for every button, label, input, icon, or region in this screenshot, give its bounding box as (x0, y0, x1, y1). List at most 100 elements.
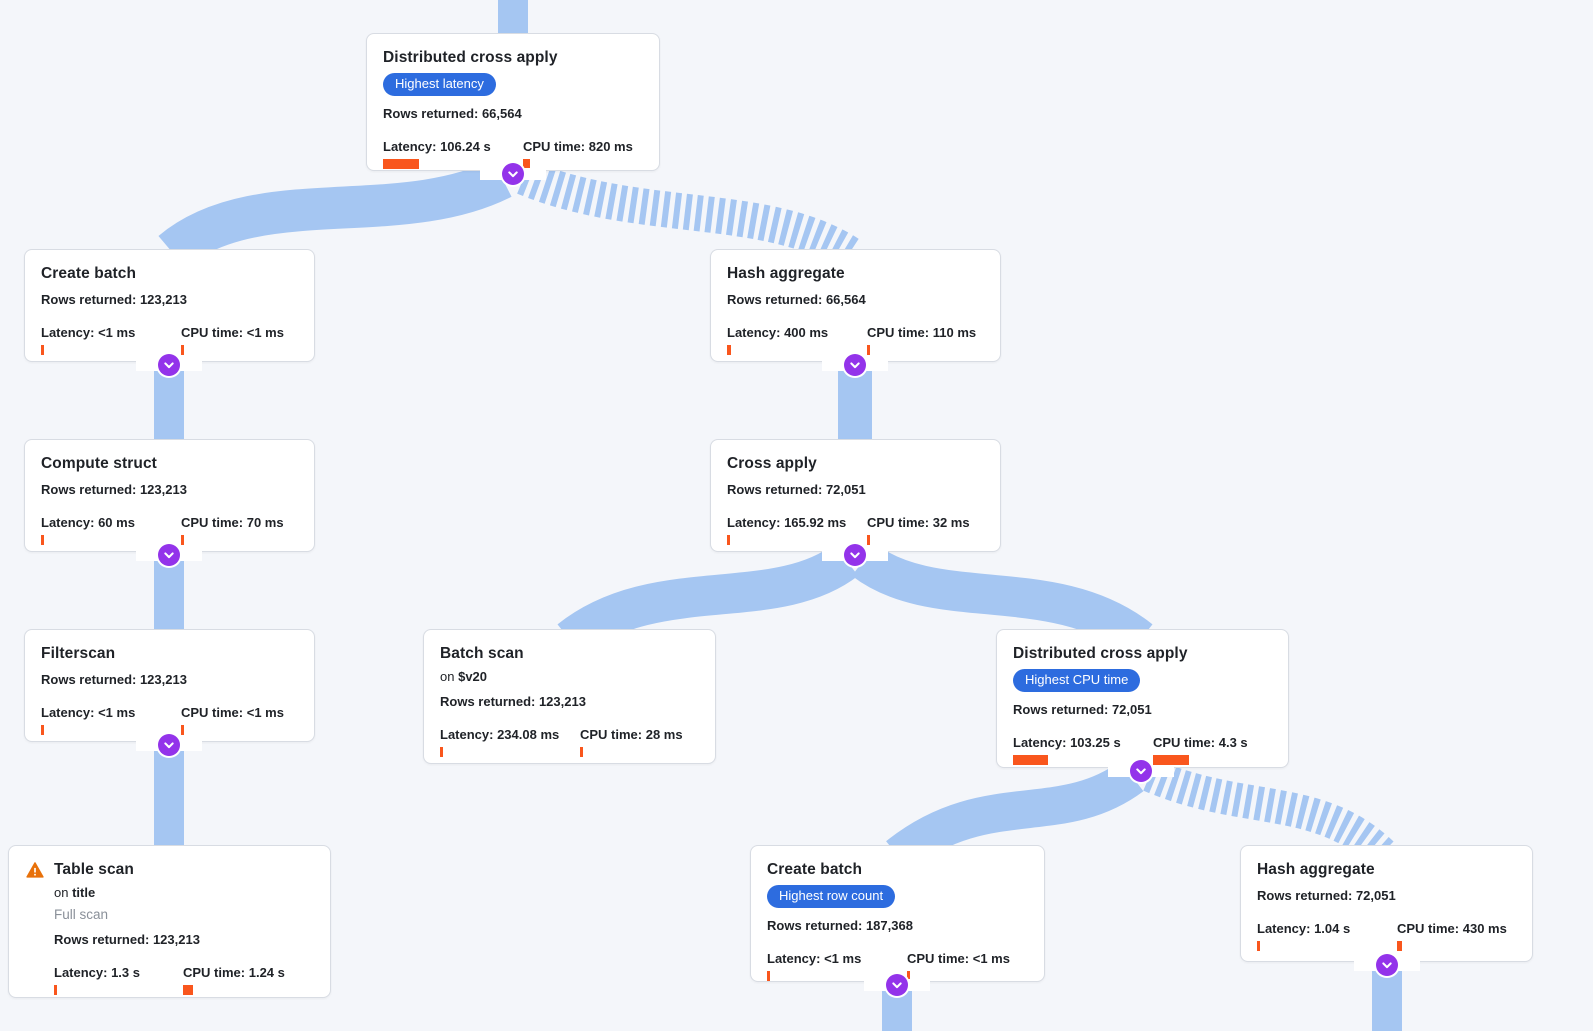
highest-cpu-time-badge: Highest CPU time (1013, 669, 1141, 692)
rows-returned: Rows returned: 123,213 (41, 292, 187, 307)
chevron-down-circle-icon (1376, 954, 1398, 976)
latency-bar (54, 985, 57, 995)
scan-type: Full scan (54, 907, 109, 922)
cpu-time-bar (867, 345, 870, 355)
node-batch-scan[interactable]: Batch scan on $v20 Rows returned: 123,21… (423, 629, 716, 764)
cpu-time-label: CPU time: 1.24 s (183, 965, 285, 980)
chevron-down-circle-icon (886, 974, 908, 996)
chevron-down-circle-icon (502, 163, 524, 185)
rows-returned: Rows returned: 187,368 (767, 918, 913, 933)
latency-bar (767, 971, 770, 981)
node-title: Hash aggregate (1257, 861, 1375, 878)
highest-latency-badge: Highest latency (383, 73, 496, 96)
cpu-time-label: CPU time: <1 ms (907, 951, 1010, 966)
edge-dca-to-hash-aggregate (1143, 759, 1399, 871)
scan-target: on title (54, 885, 96, 900)
rows-returned: Rows returned: 123,213 (41, 482, 187, 497)
edge-dca-to-create-batch (886, 760, 1144, 872)
node-title: Cross apply (727, 455, 817, 472)
chevron-down-circle-icon (158, 544, 180, 566)
collapse-connector[interactable] (822, 543, 888, 567)
warning-icon (26, 861, 44, 878)
rows-returned: Rows returned: 123,213 (54, 932, 200, 947)
cpu-time-bar (181, 725, 184, 735)
cpu-time-bar (907, 971, 910, 981)
collapse-connector[interactable] (864, 973, 930, 997)
node-compute-struct[interactable]: Compute struct Rows returned: 123,213 La… (24, 439, 315, 552)
rows-returned: Rows returned: 72,051 (1257, 888, 1396, 903)
chevron-down-circle-icon (844, 544, 866, 566)
cpu-time-bar (523, 159, 530, 169)
cpu-time-bar (1153, 755, 1189, 765)
cpu-time-label: CPU time: 32 ms (867, 515, 970, 530)
collapse-connector[interactable] (136, 733, 202, 757)
latency-label: Latency: 400 ms (727, 325, 829, 340)
latency-bar (41, 535, 44, 545)
edge-cross-apply-to-dca (851, 543, 1153, 657)
node-create-batch-left[interactable]: Create batch Rows returned: 123,213 Late… (24, 249, 315, 362)
rows-returned: Rows returned: 66,564 (383, 106, 522, 121)
node-title: Distributed cross apply (383, 49, 558, 66)
rows-returned: Rows returned: 72,051 (727, 482, 866, 497)
cpu-time-label: CPU time: 430 ms (1397, 921, 1507, 936)
edge-cross-apply-to-batch-scan (557, 543, 859, 657)
rows-returned: Rows returned: 123,213 (440, 694, 586, 709)
node-title: Create batch (41, 265, 137, 282)
edge-root-to-hash-aggregate (517, 160, 863, 272)
latency-bar (1013, 755, 1048, 765)
node-distributed-cross-apply-lower[interactable]: Distributed cross apply Highest CPU time… (996, 629, 1289, 768)
collapse-connector[interactable] (136, 353, 202, 377)
cpu-time-bar (867, 535, 870, 545)
chevron-down-circle-icon (158, 734, 180, 756)
cpu-time-bar (580, 747, 583, 757)
latency-label: Latency: <1 ms (41, 325, 136, 340)
latency-bar (383, 159, 419, 169)
latency-label: Latency: 106.24 s (383, 139, 491, 154)
node-title: Batch scan (440, 645, 524, 662)
node-hash-aggregate-bottom[interactable]: Hash aggregate Rows returned: 72,051 Lat… (1240, 845, 1533, 962)
collapse-connector[interactable] (480, 162, 546, 186)
cpu-time-bar (181, 535, 184, 545)
collapse-connector[interactable] (822, 353, 888, 377)
cpu-time-label: CPU time: 820 ms (523, 139, 633, 154)
rows-returned: Rows returned: 66,564 (727, 292, 866, 307)
node-title: Table scan (54, 861, 134, 878)
cpu-time-label: CPU time: 28 ms (580, 727, 683, 742)
edge-root-to-create-batch (158, 159, 512, 269)
node-table-scan[interactable]: Table scan on title Full scan Rows retur… (8, 845, 331, 998)
cpu-time-label: CPU time: 110 ms (867, 325, 977, 340)
collapse-connector[interactable] (1354, 953, 1420, 977)
latency-label: Latency: 60 ms (41, 515, 135, 530)
cpu-time-label: CPU time: 4.3 s (1153, 735, 1248, 750)
latency-label: Latency: 234.08 ms (440, 727, 560, 742)
node-create-batch-bottom[interactable]: Create batch Highest row count Rows retu… (750, 845, 1045, 982)
latency-bar (1257, 941, 1260, 951)
cpu-time-bar (183, 985, 193, 995)
node-filterscan[interactable]: Filterscan Rows returned: 123,213 Latenc… (24, 629, 315, 742)
highest-row-count-badge: Highest row count (767, 885, 896, 908)
node-hash-aggregate-top[interactable]: Hash aggregate Rows returned: 66,564 Lat… (710, 249, 1001, 362)
cpu-time-label: CPU time: <1 ms (181, 705, 284, 720)
latency-label: Latency: 1.04 s (1257, 921, 1351, 936)
latency-bar (727, 535, 730, 545)
node-cross-apply[interactable]: Cross apply Rows returned: 72,051 Latenc… (710, 439, 1001, 552)
node-distributed-cross-apply-top[interactable]: Distributed cross apply Highest latency … (366, 33, 660, 171)
latency-label: Latency: <1 ms (767, 951, 862, 966)
latency-bar (440, 747, 443, 757)
chevron-down-circle-icon (158, 354, 180, 376)
node-title: Hash aggregate (727, 265, 845, 282)
collapse-connector[interactable] (1108, 759, 1174, 783)
latency-bar (727, 345, 731, 355)
latency-bar (41, 725, 44, 735)
latency-label: Latency: <1 ms (41, 705, 136, 720)
collapse-connector[interactable] (136, 543, 202, 567)
chevron-down-circle-icon (1130, 760, 1152, 782)
scan-target: on $v20 (440, 669, 488, 684)
node-title: Create batch (767, 861, 863, 878)
cpu-time-label: CPU time: <1 ms (181, 325, 284, 340)
node-title: Distributed cross apply (1013, 645, 1188, 662)
latency-label: Latency: 165.92 ms (727, 515, 847, 530)
node-title: Filterscan (41, 645, 116, 662)
rows-returned: Rows returned: 72,051 (1013, 702, 1152, 717)
latency-bar (41, 345, 44, 355)
